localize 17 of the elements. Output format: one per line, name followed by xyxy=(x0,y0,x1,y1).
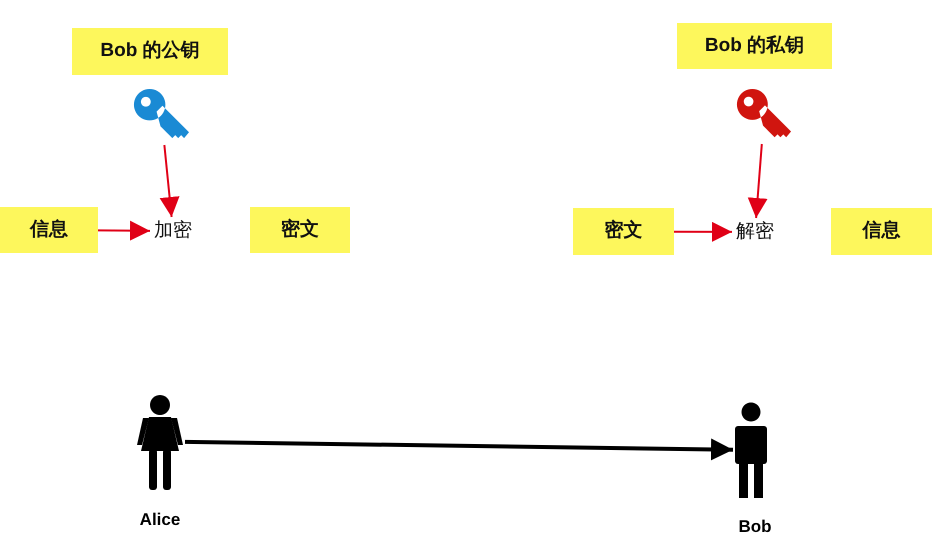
note-box: Bob 的私钥 xyxy=(677,23,832,69)
arrow xyxy=(184,438,734,460)
note-box: 密文 xyxy=(250,207,350,253)
note-box: Bob 的公钥 xyxy=(72,28,228,75)
arrow xyxy=(674,222,732,242)
note-box: 信息 xyxy=(0,207,98,253)
arrow xyxy=(160,144,180,218)
process-label: 加密 xyxy=(150,217,196,245)
note-box: 信息 xyxy=(831,208,932,255)
person-figure xyxy=(135,393,185,490)
name-label: Bob xyxy=(737,516,773,537)
process-label: 解密 xyxy=(732,218,778,246)
person-figure xyxy=(733,402,769,498)
name-label: Alice xyxy=(138,509,182,531)
arrow xyxy=(748,144,768,218)
arrow xyxy=(98,220,150,241)
note-box: 密文 xyxy=(573,208,674,255)
